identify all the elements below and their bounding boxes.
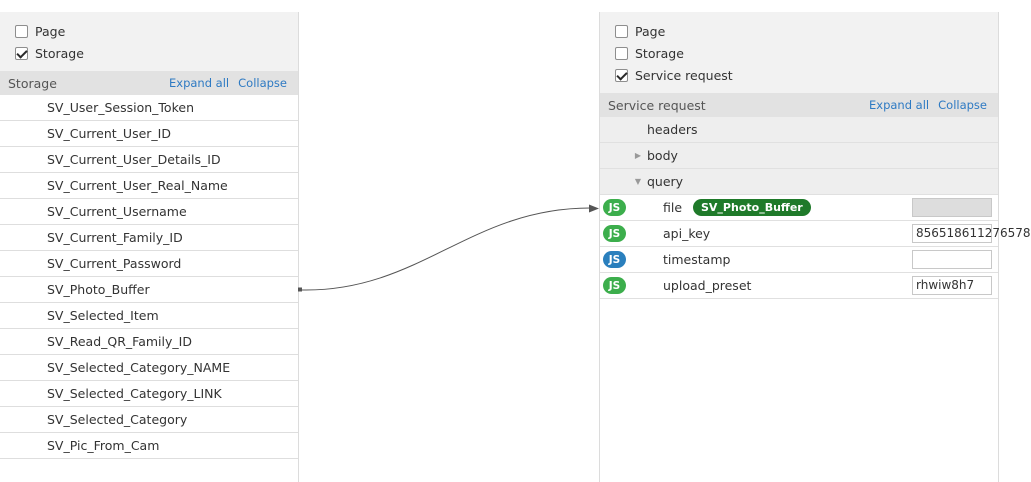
binding-chip[interactable]: SV_Photo_Buffer xyxy=(693,199,811,216)
right-checkbox-service-request[interactable]: Service request xyxy=(600,64,998,86)
checkbox-page[interactable] xyxy=(615,24,628,38)
checkbox-storage[interactable] xyxy=(15,46,28,60)
expand-all-link[interactable]: Expand all xyxy=(169,76,230,90)
checkbox-label: Storage xyxy=(635,45,684,61)
checkbox-label: Storage xyxy=(35,45,84,61)
caret-right-icon[interactable]: ▶ xyxy=(634,151,642,160)
checkbox-storage[interactable] xyxy=(615,46,628,60)
list-item[interactable]: SV_Selected_Category_LINK xyxy=(0,381,298,407)
right-checkbox-page[interactable]: Page xyxy=(600,20,998,42)
tree-node-headers[interactable]: headers xyxy=(600,117,998,143)
right-checkbox-storage[interactable]: Storage xyxy=(600,42,998,64)
storage-panel: Page Storage Storage Expand all Collapse… xyxy=(0,12,299,482)
list-item[interactable]: SV_Selected_Category xyxy=(0,407,298,433)
service-request-section-header: Service request Expand all Collapse xyxy=(600,93,998,117)
js-badge-icon[interactable]: JS xyxy=(603,199,626,216)
param-row-api-key: JS api_key 856518611276578 xyxy=(600,221,1031,247)
param-name: timestamp xyxy=(663,252,731,267)
list-item[interactable]: SV_Current_User_Details_ID xyxy=(0,147,298,173)
list-item[interactable]: SV_Current_Family_ID xyxy=(0,225,298,251)
list-item[interactable]: SV_Pic_From_Cam xyxy=(0,433,298,459)
list-item[interactable]: SV_Current_User_ID xyxy=(0,121,298,147)
tree-node-body[interactable]: ▶ body xyxy=(600,143,998,169)
right-checkbox-group: Page Storage Service request xyxy=(600,12,998,93)
section-title: Service request xyxy=(608,97,706,113)
left-checkbox-group: Page Storage xyxy=(0,12,298,71)
js-badge-icon[interactable]: JS xyxy=(603,277,626,294)
param-name: file xyxy=(663,200,683,215)
checkbox-label: Page xyxy=(35,23,66,39)
checkbox-label: Service request xyxy=(635,67,733,83)
list-item[interactable]: SV_Current_Username xyxy=(0,199,298,225)
param-row-timestamp: JS timestamp xyxy=(600,247,998,273)
checkbox-service-request[interactable] xyxy=(615,68,628,82)
collapse-link[interactable]: Collapse xyxy=(938,98,987,112)
storage-section-header: Storage Expand all Collapse xyxy=(0,71,298,95)
tree-node-query[interactable]: ▼ query xyxy=(600,169,998,195)
tree-node-label: query xyxy=(647,174,684,189)
section-title: Storage xyxy=(8,75,57,91)
js-badge-icon[interactable]: JS xyxy=(603,251,626,268)
list-item[interactable]: SV_Current_User_Real_Name xyxy=(0,173,298,199)
param-value-input[interactable] xyxy=(912,250,992,269)
connector-line xyxy=(301,207,591,291)
param-row-upload-preset: JS upload_preset rhwiw8h7 xyxy=(600,273,998,299)
left-checkbox-page[interactable]: Page xyxy=(0,20,298,42)
param-name: api_key xyxy=(663,226,711,241)
caret-down-icon[interactable]: ▼ xyxy=(634,177,642,186)
param-value-input[interactable]: 856518611276578 xyxy=(912,224,1031,243)
collapse-link[interactable]: Collapse xyxy=(238,76,287,90)
list-item[interactable]: SV_Current_Password xyxy=(0,251,298,277)
js-badge-icon[interactable]: JS xyxy=(603,225,626,242)
param-name: upload_preset xyxy=(663,278,752,293)
list-item[interactable]: SV_Selected_Item xyxy=(0,303,298,329)
connector-arrowhead-icon xyxy=(589,204,599,213)
list-item[interactable]: SV_Photo_Buffer xyxy=(0,277,298,303)
param-value-input[interactable] xyxy=(912,198,992,217)
param-row-file: JS file SV_Photo_Buffer xyxy=(600,195,998,221)
param-value-input[interactable]: rhwiw8h7 xyxy=(912,276,992,295)
tree-node-label: headers xyxy=(647,122,698,137)
tree-node-label: body xyxy=(647,148,678,163)
expand-all-link[interactable]: Expand all xyxy=(869,98,930,112)
list-item[interactable]: SV_Selected_Category_NAME xyxy=(0,355,298,381)
storage-list: SV_User_Session_Token SV_Current_User_ID… xyxy=(0,95,298,459)
list-item[interactable]: SV_User_Session_Token xyxy=(0,95,298,121)
service-request-panel: Page Storage Service request Service req… xyxy=(599,12,1031,482)
list-item[interactable]: SV_Read_QR_Family_ID xyxy=(0,329,298,355)
checkbox-page[interactable] xyxy=(15,24,28,38)
checkbox-label: Page xyxy=(635,23,666,39)
left-checkbox-storage[interactable]: Storage xyxy=(0,42,298,64)
